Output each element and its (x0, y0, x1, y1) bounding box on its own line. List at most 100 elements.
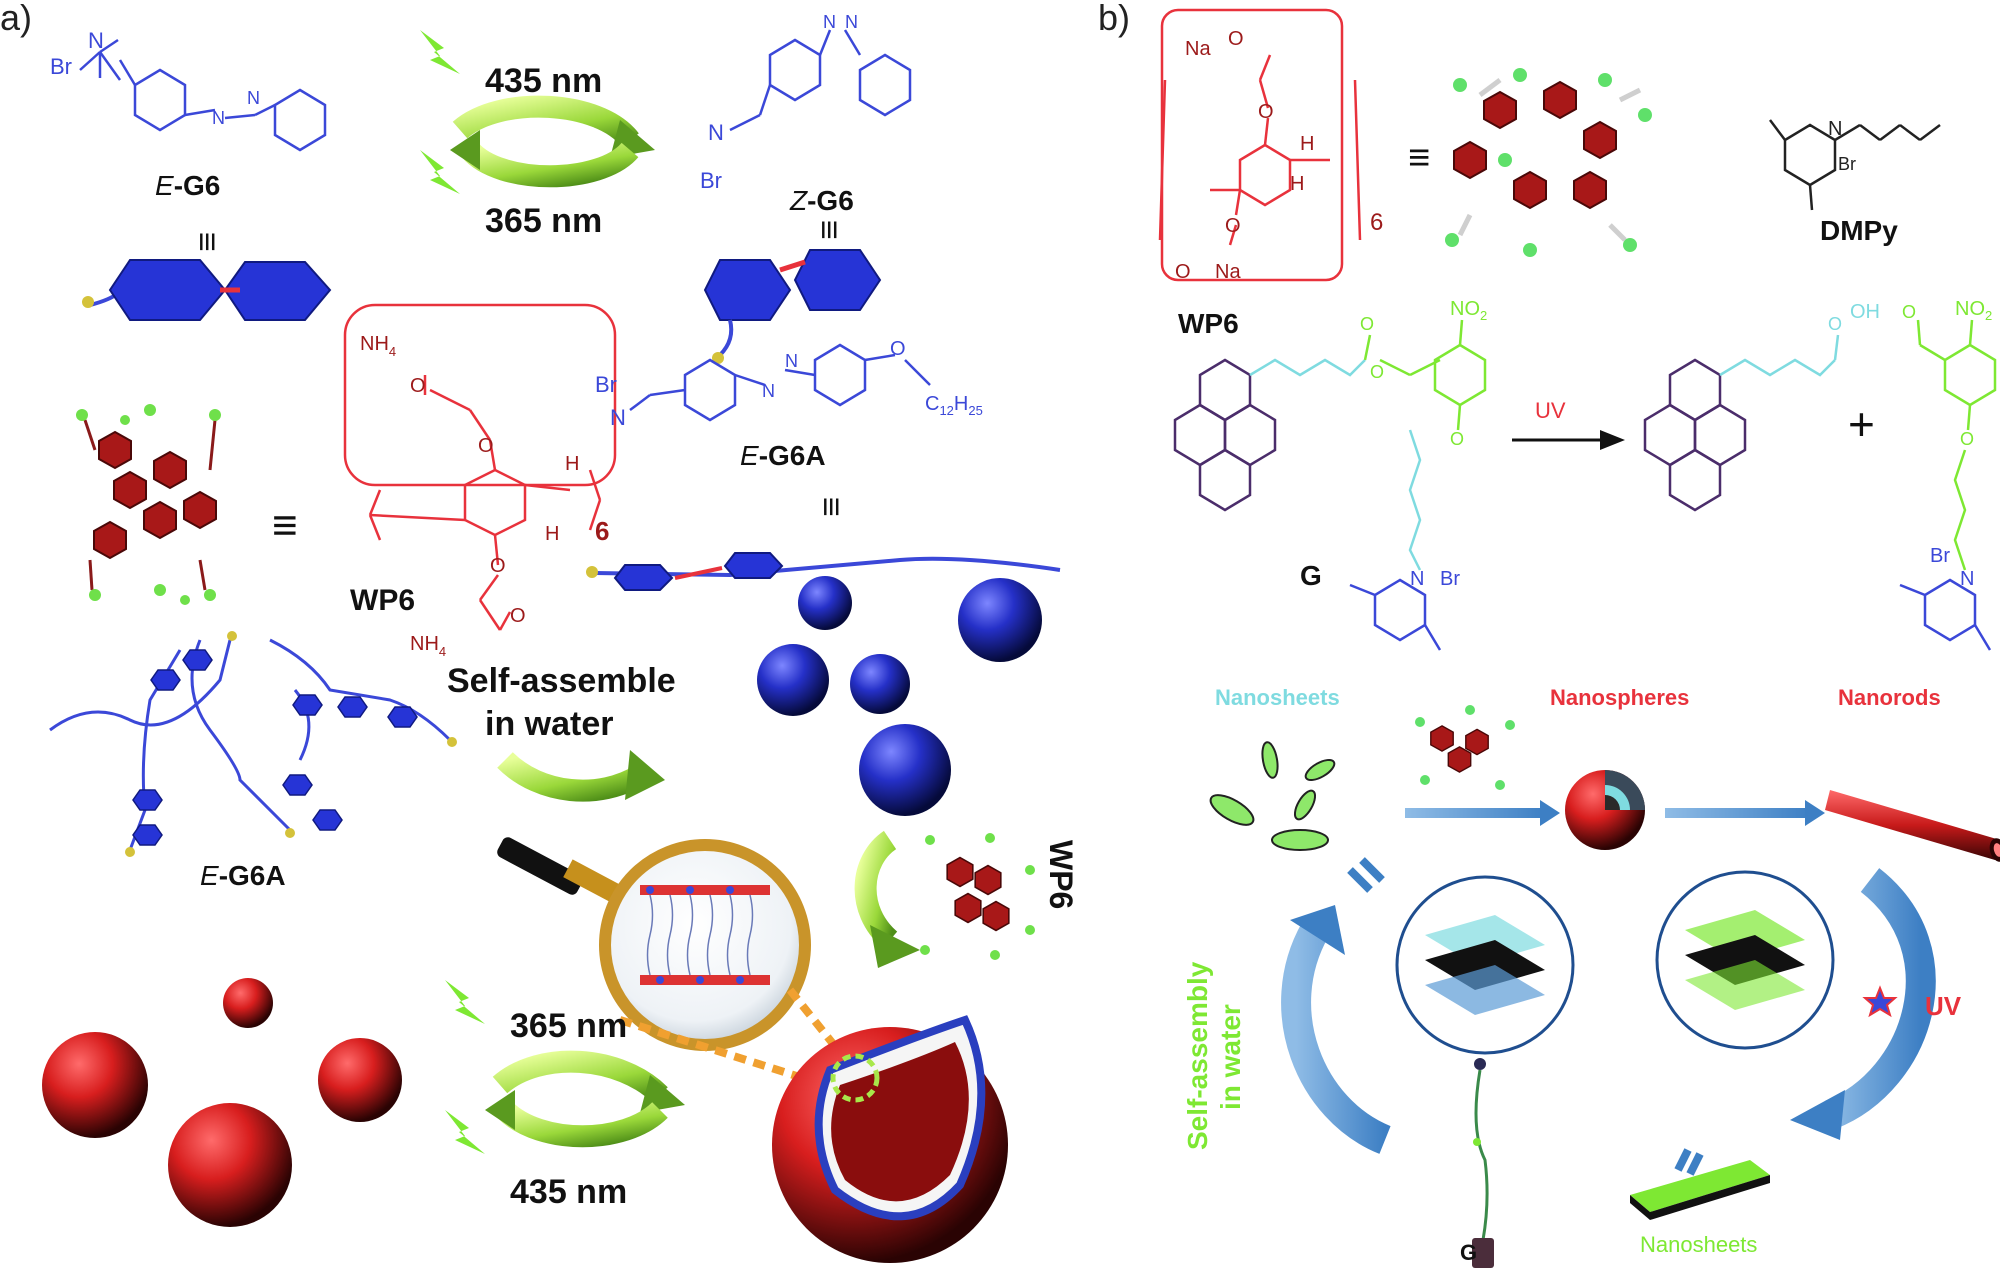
nanosphere-cutaway (1565, 770, 1645, 850)
self-assembly-line1: Self-assembly (1182, 961, 1213, 1150)
e-g6a-alkyl-chain: C12H25 (925, 393, 983, 418)
z-g6-azo-n2: N (845, 12, 858, 32)
self-assembly-curved-arrow (1281, 905, 1392, 1154)
panel-b-label: b) (1098, 0, 1130, 38)
product-acid-chain (1719, 334, 1840, 377)
photoswitch-arrow-bottom (445, 980, 685, 1154)
g-n-plus: N (1410, 568, 1424, 590)
wp6-h-bottom: H (1290, 173, 1304, 195)
wavelength-435-top: 435 nm (485, 62, 602, 100)
e-g6a-br: Br (595, 372, 617, 397)
dmpy-structure (1769, 119, 1941, 211)
aldehyde-pyridinium (1899, 578, 1992, 651)
equiv-lines-bottom (1674, 1148, 1704, 1176)
aldehyde-no2: NO2 (1955, 298, 1992, 323)
red-nanospheres (42, 978, 402, 1227)
aldehyde-n-plus: N (1960, 568, 1974, 590)
wp6-h-top: H (1300, 133, 1314, 155)
uv-cycle-label: UV (1925, 991, 1962, 1021)
wp6-label-b: WP6 (1178, 308, 1239, 339)
wp6-subscript-6: 6 (595, 516, 609, 546)
wp6-small-macrocycle (920, 833, 1035, 960)
wp6-o-minus-top: O (1228, 28, 1244, 50)
nanosheets-top-label: Nanosheets (1215, 685, 1340, 710)
photoswitch-arrow-top (420, 30, 655, 194)
e-g6a-azo-n1: N (762, 381, 775, 401)
arrow-spheres-to-rods (1665, 800, 1825, 826)
wp6-structure (343, 303, 617, 631)
self-assemble-arrow (497, 750, 665, 802)
blue-nanospheres (757, 576, 1042, 816)
wp6-binding-arrow (854, 830, 920, 968)
nanosheet-bottom (1630, 1160, 1770, 1220)
g-o-ether: O (1450, 429, 1464, 449)
e-g6-azo-n2: N (247, 88, 260, 108)
nanorods-label: Nanorods (1838, 685, 1941, 710)
self-assembly-line2: in water (1215, 1004, 1246, 1110)
e-g6a-azo-n2: N (785, 351, 798, 371)
e-g6a-cartoon-bundle (49, 638, 452, 851)
aldehyde-o: O (1902, 302, 1916, 322)
z-g6-label: Z-G6 (789, 185, 854, 216)
wp6-side-label: WP6 (1043, 840, 1079, 909)
wp6-label-a: WP6 (350, 584, 415, 617)
product-oh: OH (1850, 301, 1880, 323)
equiv-sign-wp6-b: ≡ (1408, 137, 1430, 179)
wp6-macrocycle-3d-b (1445, 68, 1652, 257)
e-g6a-n-plus: N (610, 405, 626, 430)
e-g6-cartoon (82, 259, 332, 321)
z-g6-cartoon (703, 249, 882, 364)
g-pyrene (1173, 358, 1277, 512)
e-g6-label: E-G6 (155, 170, 220, 201)
e-g6-br: Br (50, 54, 72, 79)
e-g6a-label-bottom: E-G6A (200, 860, 286, 891)
g-no2: NO2 (1450, 298, 1487, 323)
wp6-o-bottom: O (510, 605, 526, 627)
zoom-circle-left (1395, 875, 1575, 1055)
aldehyde-o-ether: O (1960, 429, 1974, 449)
nanosheets-bottom-label: Nanosheets (1640, 1232, 1757, 1257)
wp6-macrocycle-3d (76, 404, 221, 605)
e-g6-structure (79, 38, 327, 152)
z-g6-n-plus: N (708, 120, 724, 145)
z-g6-br: Br (700, 168, 722, 193)
aldehyde-linker (1953, 449, 1967, 571)
plus-sign: + (1848, 398, 1875, 450)
panel-a-label: a) (0, 0, 32, 38)
g-bottom-label: G (1460, 1240, 1477, 1265)
wavelength-365-bottom: 365 nm (510, 1007, 627, 1045)
wp6-o-minus-bottom: O (1175, 261, 1191, 283)
dmpy-label: DMPy (1820, 215, 1898, 246)
e-g6-azo-n1: N (212, 108, 225, 128)
e-g6-n-plus: N (88, 28, 104, 53)
g-molecule-cartoon (1472, 1058, 1494, 1268)
uv-curved-arrow (1790, 868, 1936, 1140)
zoom-circle-right (1655, 870, 1835, 1050)
e-g6a-bundle-hexes (132, 649, 418, 846)
e-g6a-cartoon (586, 552, 1061, 591)
g-o-ester: O (1370, 362, 1384, 382)
z-g6-azo-n1: N (823, 12, 836, 32)
wp6-h2: H (545, 523, 559, 545)
equiv-sign-zg6: ≡ (810, 220, 848, 240)
equiv-sign-eg6: ≡ (188, 232, 226, 252)
self-assemble-line1: Self-assemble (447, 662, 676, 700)
product-aldehyde (1916, 319, 1997, 431)
wp6-h1: H (565, 453, 579, 475)
e-g6a-structure (629, 343, 931, 422)
aldehyde-br: Br (1930, 545, 1950, 567)
wp6-small-b (1415, 705, 1515, 790)
magnifier (497, 837, 811, 1051)
uv-arrow-label: UV (1535, 398, 1566, 423)
self-assemble-line2: in water (485, 705, 613, 743)
wp6-nh4-bottom: NH4 (410, 633, 446, 659)
equiv-sign-wp6: ≡ (272, 501, 298, 550)
wp6-nh4-top: NH4 (360, 333, 396, 359)
e-g6a-label-top: E-G6A (740, 440, 826, 471)
nanospheres-label: Nanospheres (1550, 685, 1689, 710)
wp6-o-ring-bottom: O (490, 555, 506, 577)
nanosheets-cluster (1209, 741, 1336, 851)
large-vesicle (772, 1015, 1008, 1263)
g-pyridinium (1349, 578, 1442, 651)
